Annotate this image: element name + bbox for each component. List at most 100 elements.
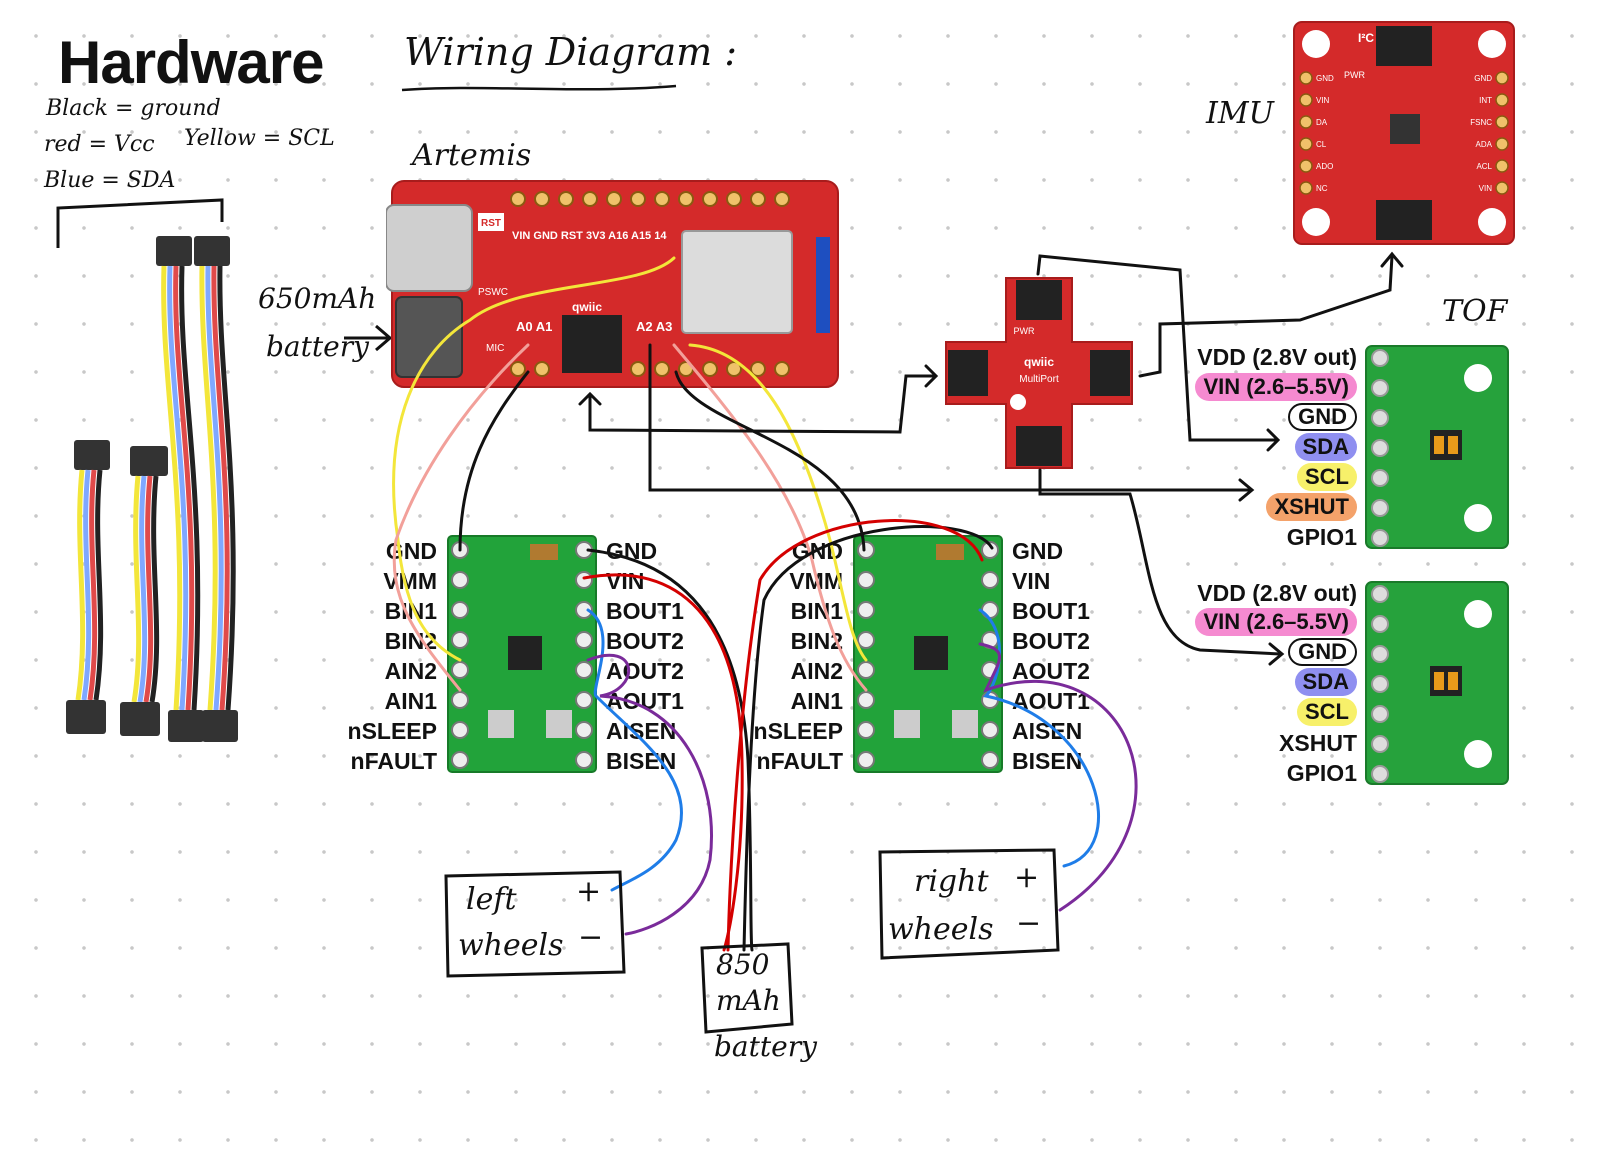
- imu-pin-r1: INT: [1479, 96, 1492, 105]
- qwiic-cables-illustration: [56, 198, 238, 742]
- rdrv-pin-r0: GND: [1012, 538, 1064, 564]
- artemis-label: Artemis: [412, 138, 532, 173]
- legend-blue: Blue = SDA: [44, 168, 176, 193]
- imu-pwr-label: PWR: [1344, 70, 1365, 80]
- right-wheels-minus: −: [1016, 906, 1042, 941]
- tof1-pin-xshut: XSHUT: [1266, 493, 1357, 521]
- imu-pin-r4: ACL: [1476, 162, 1492, 171]
- imu-label: IMU: [1206, 96, 1274, 131]
- ldrv-pin-r7: BISEN: [606, 748, 677, 774]
- usb-c-port: [386, 204, 473, 292]
- imu-i2c-label: I²C: [1358, 31, 1374, 45]
- tof1-pin-scl: SCL: [1297, 463, 1357, 491]
- tof-label: TOF: [1442, 294, 1508, 329]
- imu-pin-l3: CL: [1316, 140, 1327, 149]
- battery-big-label-3: battery: [714, 1030, 817, 1063]
- rdrv-pin-l1: VMM: [789, 568, 843, 594]
- wiring-diagram-heading: Wiring Diagram :: [404, 30, 738, 74]
- ldrv-pin-r5: AOUT1: [606, 688, 684, 714]
- legend-black: Black = ground: [46, 96, 221, 121]
- page-title: Hardware: [58, 29, 324, 96]
- battery-big-label-2: mAh: [716, 984, 781, 1017]
- rdrv-pin-r2: BOUT1: [1012, 598, 1090, 624]
- legend-yellow: Yellow = SCL: [184, 126, 335, 151]
- motor-driver-left: [447, 535, 597, 773]
- rdrv-pin-l4: AIN2: [790, 658, 843, 684]
- imu-pin-r2: FSNC: [1470, 118, 1492, 127]
- tof1-pin-gnd: GND: [1288, 403, 1357, 431]
- imu-pin-r5: VIN: [1479, 184, 1493, 193]
- tof2-pin-vdd: VDD (2.8V out): [1197, 580, 1357, 606]
- tof2-pin-gpio1: GPIO1: [1286, 760, 1357, 786]
- ldrv-pin-l0: GND: [385, 538, 437, 564]
- ldrv-pin-r2: BOUT1: [606, 598, 684, 624]
- rdrv-pin-r1: VIN: [1012, 568, 1051, 594]
- left-wheels-label-1: left: [466, 882, 517, 917]
- tof1-pin-vin: VIN (2.6–5.5V): [1195, 373, 1357, 401]
- ldrv-pin-r4: AOUT2: [606, 658, 684, 684]
- battery-connector: [395, 296, 463, 378]
- imu-pin-l0: GND: [1316, 74, 1334, 83]
- battery-small-label-1: 650mAh: [258, 282, 377, 315]
- rdrv-pin-r5: AOUT1: [1012, 688, 1090, 714]
- left-wheels-box: [444, 870, 626, 978]
- ldrv-pin-l4: AIN2: [384, 658, 437, 684]
- artemis-module: [681, 230, 793, 334]
- motor-driver-right: [853, 535, 1003, 773]
- tof2-pin-sda: SDA: [1294, 668, 1357, 696]
- ldrv-pin-l2: BIN1: [384, 598, 437, 624]
- ldrv-pin-l7: nFAULT: [350, 748, 437, 774]
- ldrv-pin-l6: nSLEEP: [347, 718, 437, 744]
- rdrv-pin-l0: GND: [791, 538, 843, 564]
- analog-right-label: A2 A3: [636, 319, 672, 334]
- imu-pin-l4: ADO: [1316, 162, 1333, 171]
- rdrv-pin-l6: nSLEEP: [753, 718, 843, 744]
- imu-pin-l5: NC: [1316, 184, 1328, 193]
- multiport-pwr-label: PWR: [1014, 326, 1035, 336]
- tof1-pin-gpio1: GPIO1: [1286, 524, 1357, 550]
- imu-pin-r0: GND: [1474, 74, 1492, 83]
- wire-black-right-gnd: [674, 370, 866, 552]
- rst-label: RST: [481, 218, 501, 229]
- cable-long-2: [194, 236, 238, 742]
- cable-short-2: [120, 446, 168, 736]
- header-pins-label: VIN GND RST 3V3 A16 A15 14: [512, 230, 667, 242]
- ldrv-pin-r6: AISEN: [606, 718, 677, 744]
- multiport-name-label: MultiPort: [1019, 374, 1059, 385]
- cable-long-1: [156, 236, 204, 742]
- left-wheels-label-2: wheels: [458, 928, 564, 963]
- tof-board-2: [1365, 581, 1509, 785]
- heading-underline: [401, 84, 677, 92]
- rdrv-pin-l7: nFAULT: [756, 748, 843, 774]
- tof2-pin-vin: VIN (2.6–5.5V): [1195, 608, 1357, 636]
- rdrv-pin-l5: AIN1: [790, 688, 843, 714]
- multiport-qwiic-label: qwiic: [1024, 355, 1054, 369]
- mic-label: MIC: [486, 343, 504, 354]
- cable-bracket: [56, 198, 224, 248]
- ldrv-pin-r1: VIN: [606, 568, 645, 594]
- rdrv-pin-r7: BISEN: [1012, 748, 1083, 774]
- rdrv-pin-r4: AOUT2: [1012, 658, 1090, 684]
- rdrv-pin-l3: BIN2: [790, 628, 843, 654]
- right-wheels-label-2: wheels: [888, 912, 994, 947]
- tof1-pin-vdd: VDD (2.8V out): [1197, 344, 1357, 370]
- legend-red: red = Vcc: [44, 132, 155, 157]
- wire-black-left-gnd: [458, 370, 530, 552]
- artemis-board: RST VIN GND RST 3V3 A16 A15 14 A0 A1 A2 …: [386, 180, 839, 388]
- tof1-pin-sda: SDA: [1294, 433, 1357, 461]
- imu-pin-l2: DA: [1316, 118, 1328, 127]
- rdrv-pin-r3: BOUT2: [1012, 628, 1090, 654]
- ldrv-pin-l1: VMM: [383, 568, 437, 594]
- tof2-pin-gnd: GND: [1288, 638, 1357, 666]
- imu-board: I²C PWR GND VIN DA CL ADO NC GND INT FSN…: [1293, 21, 1515, 245]
- pswc-label: PSWC: [478, 287, 508, 298]
- tof2-pin-scl: SCL: [1297, 698, 1357, 726]
- rdrv-pin-l2: BIN1: [790, 598, 843, 624]
- battery-arrow: [344, 324, 393, 352]
- multiport-board: qwiic MultiPort PWR: [945, 277, 1133, 469]
- left-wheels-plus: +: [576, 874, 602, 909]
- qwiic-label: qwiic: [572, 300, 602, 314]
- ldrv-pin-r0: GND: [606, 538, 658, 564]
- qwiic-connector: [562, 315, 622, 373]
- battery-small-label-2: battery: [266, 330, 369, 363]
